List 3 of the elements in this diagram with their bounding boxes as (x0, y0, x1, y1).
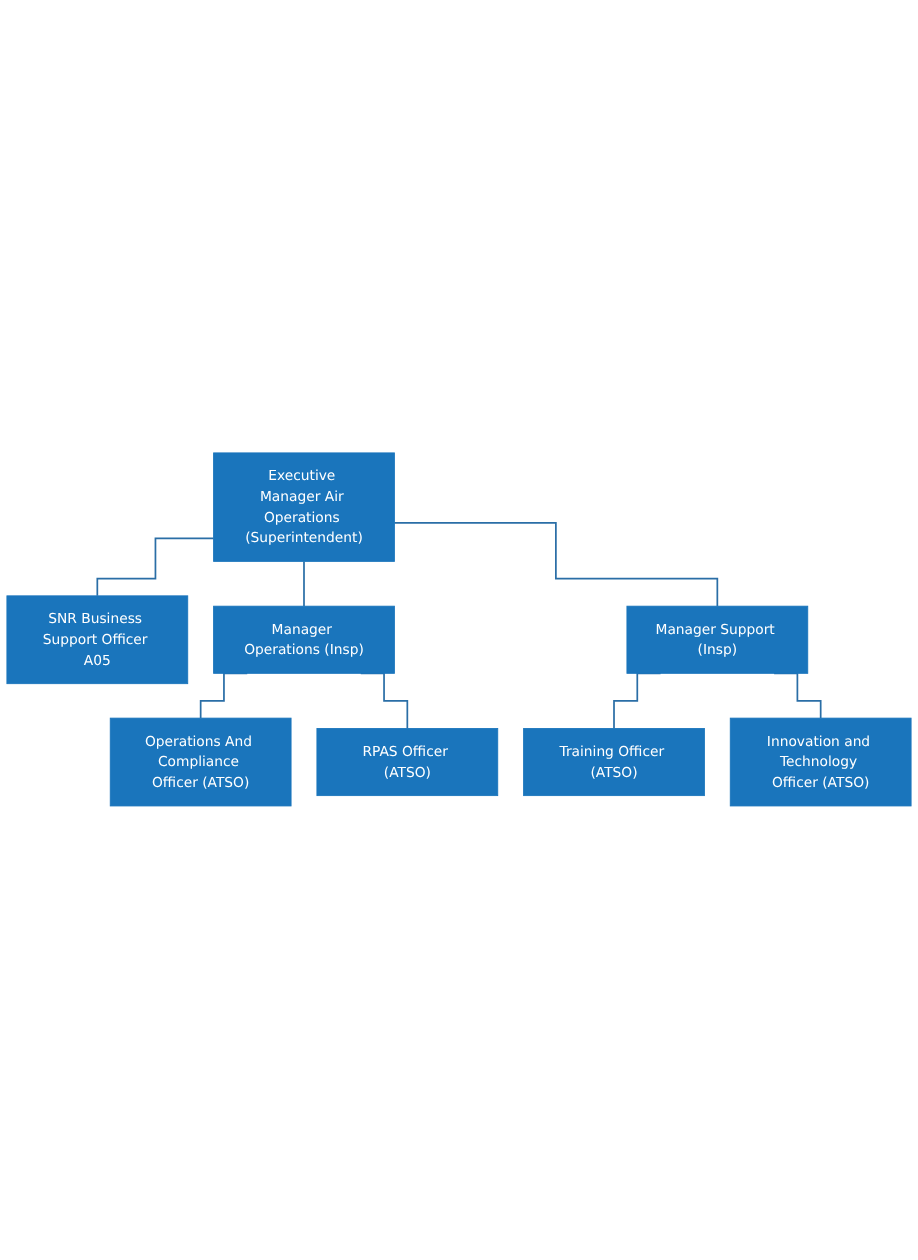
connector (393, 522, 719, 608)
connector (96, 538, 215, 598)
connector (303, 561, 305, 608)
